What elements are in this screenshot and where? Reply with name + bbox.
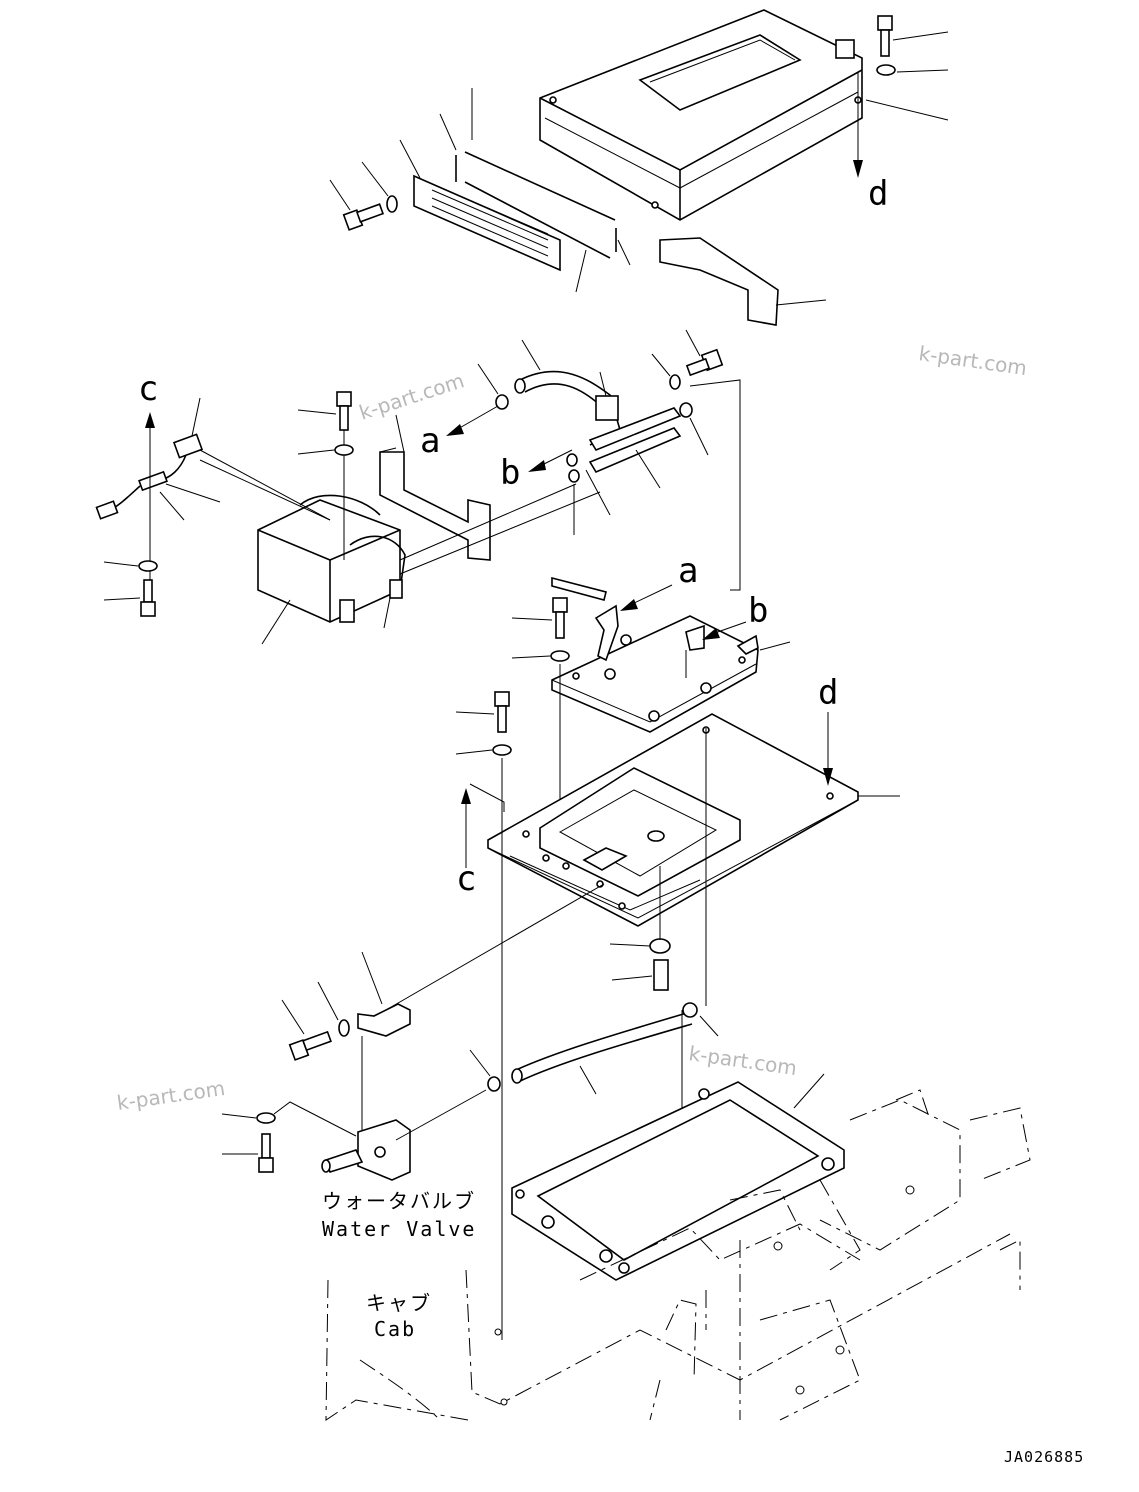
sensor-harness	[95, 397, 331, 521]
grommet-nut	[609, 938, 671, 954]
bolt-bracket	[281, 999, 332, 1061]
grille-panel	[413, 174, 561, 272]
arrow-b2-head	[702, 628, 720, 640]
assembly-line-pipes-2	[399, 491, 601, 575]
assembly-line-harness	[199, 459, 331, 521]
drawing-code: JA026885	[1004, 1448, 1084, 1466]
arrow-c-lower	[461, 788, 471, 804]
ref-label-b-upper: b	[500, 453, 520, 493]
hose-clamp	[595, 371, 619, 421]
washer-floor	[455, 744, 512, 756]
assembly-line-pipes-1	[399, 483, 577, 561]
top-cover-housing	[539, 9, 863, 221]
bolt-mid-right	[685, 329, 724, 377]
arrow-d-top	[853, 160, 863, 178]
bolt-valve	[222, 1133, 274, 1173]
valve-plate	[551, 604, 759, 733]
pipe-sleeve	[611, 959, 669, 991]
washer-heater	[297, 444, 354, 456]
arrow-a-head	[446, 424, 464, 436]
leader-seal-2	[439, 113, 457, 151]
hose-clip-bottom	[469, 1049, 501, 1092]
arrow-a-shaft	[455, 405, 499, 431]
leader-valve-right	[759, 641, 791, 651]
ref-label-a-upper: a	[420, 421, 440, 461]
assembly-line-right	[689, 379, 741, 591]
assembly-line-bracket	[385, 883, 605, 1011]
bolt-floor	[455, 691, 510, 733]
watermark-2: k-part.com	[356, 368, 467, 424]
valve-bracket	[357, 951, 411, 1037]
ref-label-d-top: d	[868, 174, 888, 214]
arrow-b2-shaft	[711, 621, 747, 635]
bolt-valve-plate	[511, 597, 568, 639]
washer-bracket	[317, 981, 350, 1037]
ref-label-b-lower: b	[748, 591, 768, 631]
washer-mid-right	[651, 353, 681, 390]
small-pin	[551, 576, 607, 601]
foam-block-top	[659, 237, 827, 326]
washer-valve	[221, 1101, 357, 1137]
water-valve-label-en: Water Valve	[322, 1217, 476, 1241]
water-valve	[321, 1089, 487, 1181]
water-valve-label-jp: ウォータバルブ	[322, 1189, 476, 1213]
ref-label-d-lower: d	[818, 673, 838, 713]
floor-plate	[487, 713, 900, 927]
line-c-lower	[469, 783, 505, 812]
arrow-b-head	[528, 460, 546, 472]
nut-mid-right	[679, 402, 709, 456]
cab-label-en: Cab	[374, 1317, 416, 1341]
leader-housing	[865, 99, 949, 121]
bolt-grille	[329, 179, 385, 231]
seal-strip-2	[464, 181, 611, 259]
arrow-a2-shaft	[629, 584, 673, 606]
bolt-top-right	[877, 15, 949, 57]
cab-label-jp: キャブ	[366, 1291, 432, 1315]
hose-top	[514, 339, 621, 446]
bolt-left	[103, 579, 156, 617]
seal-strip-1	[464, 151, 616, 221]
cab-frame	[325, 1089, 1031, 1421]
ref-label-c-lower: c	[456, 859, 476, 899]
watermark-3: k-part.com	[115, 1076, 226, 1115]
heater-unit	[257, 494, 406, 645]
heater-pipes	[588, 407, 682, 489]
clip-nut-top	[477, 363, 509, 410]
washer-grille	[361, 161, 398, 213]
washer-left	[103, 560, 158, 572]
watermark-4: k-part.com	[687, 1041, 798, 1080]
arrow-d-lower	[823, 768, 833, 786]
washer-top-right	[876, 64, 949, 76]
washer-valve-plate	[511, 650, 570, 662]
ref-label-a-lower: a	[678, 551, 698, 591]
ref-label-c-left: c	[138, 369, 158, 409]
water-hose-bottom	[511, 1002, 719, 1095]
gasket-frame	[511, 1073, 845, 1281]
watermark-1: k-part.com	[917, 341, 1028, 380]
arrow-c-left	[145, 412, 155, 428]
arrow-a2-head	[620, 599, 638, 611]
arrow-b-shaft	[539, 449, 573, 467]
